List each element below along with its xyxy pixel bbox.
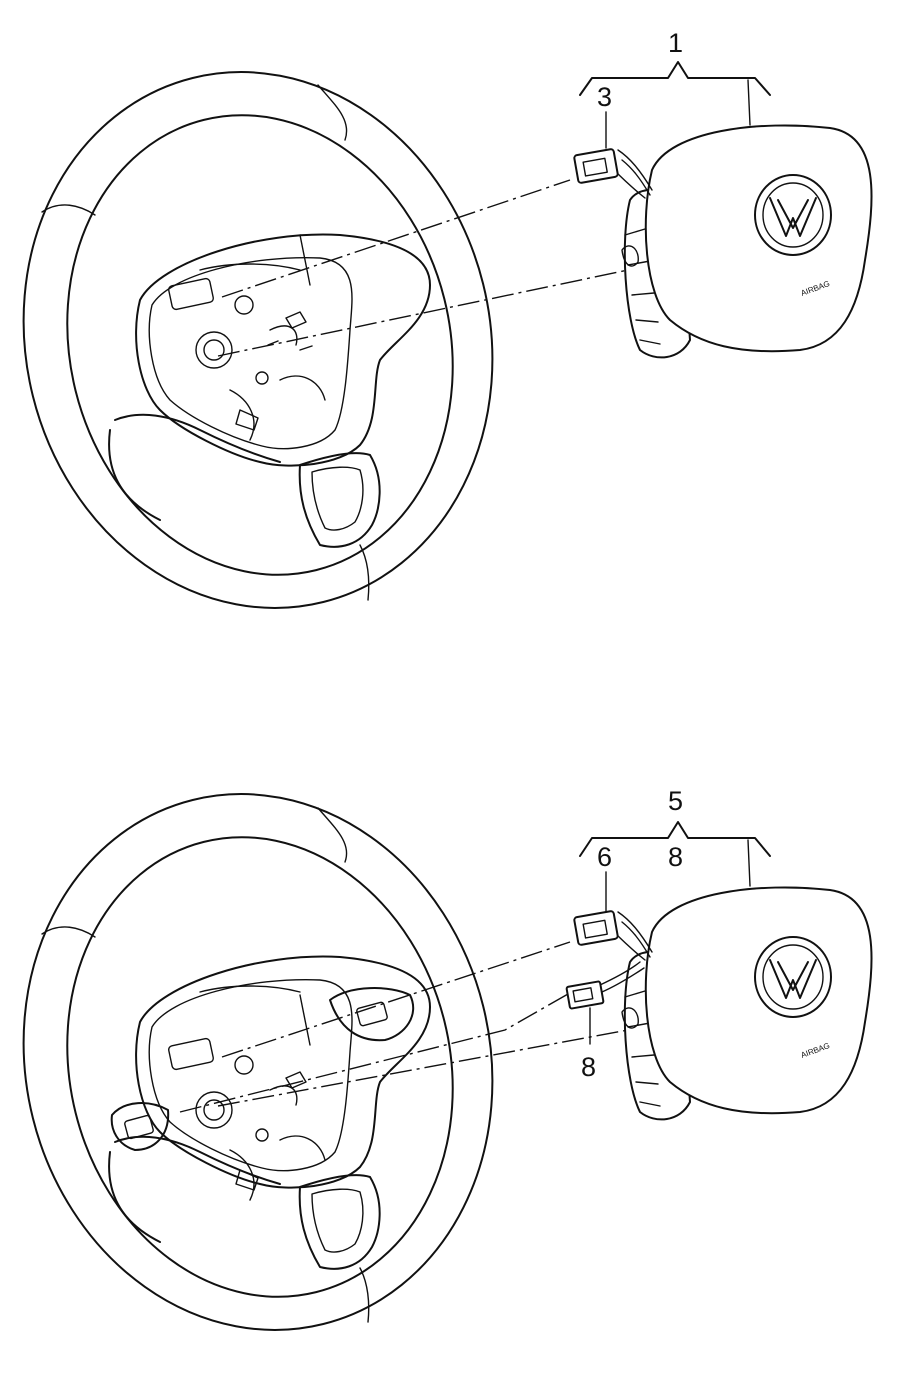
vw-logo-ring [754, 936, 832, 1018]
connector-bottom-lower [565, 961, 645, 1010]
airbag-module: AIRBAG [621, 124, 873, 359]
steering-wheel-rim [22, 793, 494, 1331]
diagram-top: AIRBAG 1 3 [22, 28, 873, 609]
callout-bracket [579, 821, 771, 857]
vw-logo-icon [769, 959, 817, 999]
vw-logo-ring [754, 174, 832, 256]
leader-line-hub [299, 994, 311, 1046]
left-button-cluster [110, 1102, 170, 1151]
leader-line-connector [221, 179, 571, 298]
leader-line-hub [299, 234, 311, 286]
callout-connector: 3 [597, 82, 612, 112]
connector-top [573, 148, 653, 199]
right-button-cluster [329, 987, 415, 1042]
callout-assembly: 5 [668, 786, 683, 816]
steering-wheel-rim [22, 71, 494, 609]
steering-wheel-hub [108, 955, 431, 1270]
steering-wheel-hub [108, 233, 431, 548]
callout-connector: 6 [597, 842, 612, 872]
callout-sub: 8 [668, 842, 683, 872]
vw-logo-icon [769, 197, 817, 237]
leader-line-lower-connector [179, 993, 569, 1113]
callout-lower-connector: 8 [581, 1052, 596, 1082]
leader-line-airbag [217, 1029, 629, 1107]
connector-bottom-upper [573, 910, 653, 961]
airbag-module: AIRBAG [621, 886, 873, 1121]
callout-assembly: 1 [668, 28, 683, 58]
diagram-bottom: AIRBAG 5 6 8 8 [22, 786, 873, 1331]
leader-line-connector [221, 941, 571, 1058]
callout-bracket [579, 61, 771, 96]
callout-leader [747, 79, 751, 126]
callout-leader [747, 839, 751, 887]
